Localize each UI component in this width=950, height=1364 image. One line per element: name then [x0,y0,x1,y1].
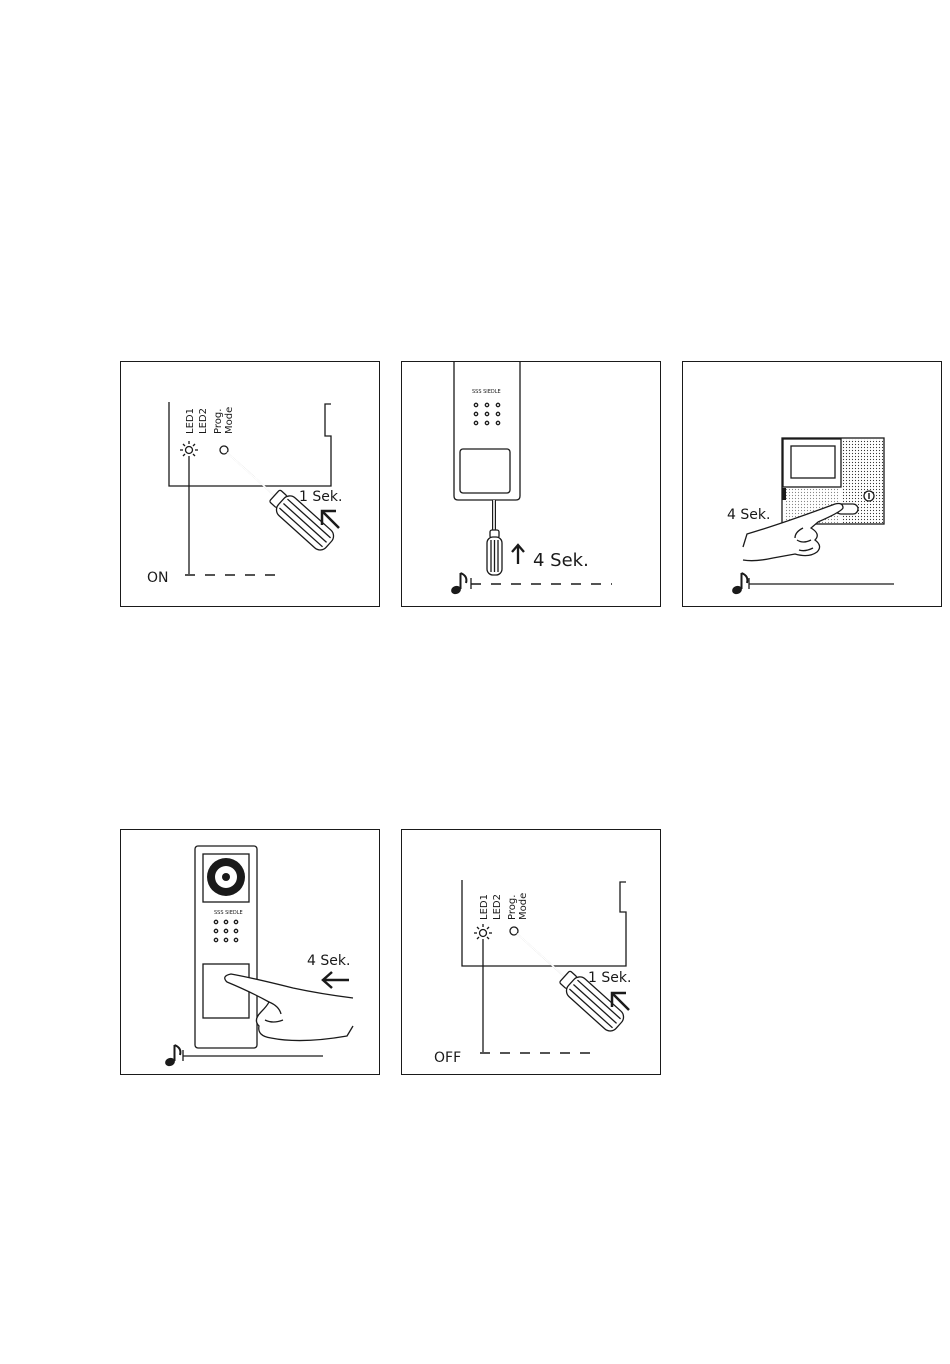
led2-label: LED2 [198,408,209,434]
mode-label: Mode [518,893,529,920]
screwdriver-icon [487,500,502,575]
arrow-up-icon [512,545,524,564]
led2-label: LED2 [492,894,503,920]
panel-indoor-station: 4 Sek. [682,361,942,607]
panel-led-off: LED1 LED2 Prog. Mode 1 Sek. OFF [401,829,661,1075]
brand-label: SSS SIEDLE [472,389,501,395]
led1-label: LED1 [185,408,196,434]
brand-label: SSS SIEDLE [214,910,243,916]
duration-label: 1 Sek. [299,489,342,505]
device-outline [462,880,626,966]
music-note-icon [450,573,466,595]
led1-label: LED1 [479,894,490,920]
state-label: OFF [434,1050,461,1066]
call-button [460,449,510,493]
led-blink-icon [180,441,198,459]
call-button [203,964,249,1018]
arrow-left-icon [323,972,349,988]
duration-label: 1 Sek. [588,970,631,986]
speaker-grille [214,920,237,941]
prog-label: Prog. [507,895,518,920]
hand-pointer-icon [225,974,353,1041]
mode-label: Mode [224,407,235,434]
music-note-icon [164,1045,180,1067]
panel-door-station-call: SSS SIEDLE 4 Sek. [120,829,380,1075]
led-blink-icon [474,924,492,942]
state-label: ON [147,570,169,586]
duration-label: 4 Sek. [307,953,350,969]
music-note-icon [731,573,747,595]
camera-lens-icon [207,858,245,896]
duration-label: 4 Sek. [533,550,589,571]
panel-door-station-program: SSS SIEDLE 4 Sek. [401,361,661,607]
panel-led-on: LED1 LED2 Prog. Mode 1 Sek. ON [120,361,380,607]
prog-label: Prog. [213,409,224,434]
duration-label: 4 Sek. [727,507,770,523]
speaker-grille [474,403,499,424]
